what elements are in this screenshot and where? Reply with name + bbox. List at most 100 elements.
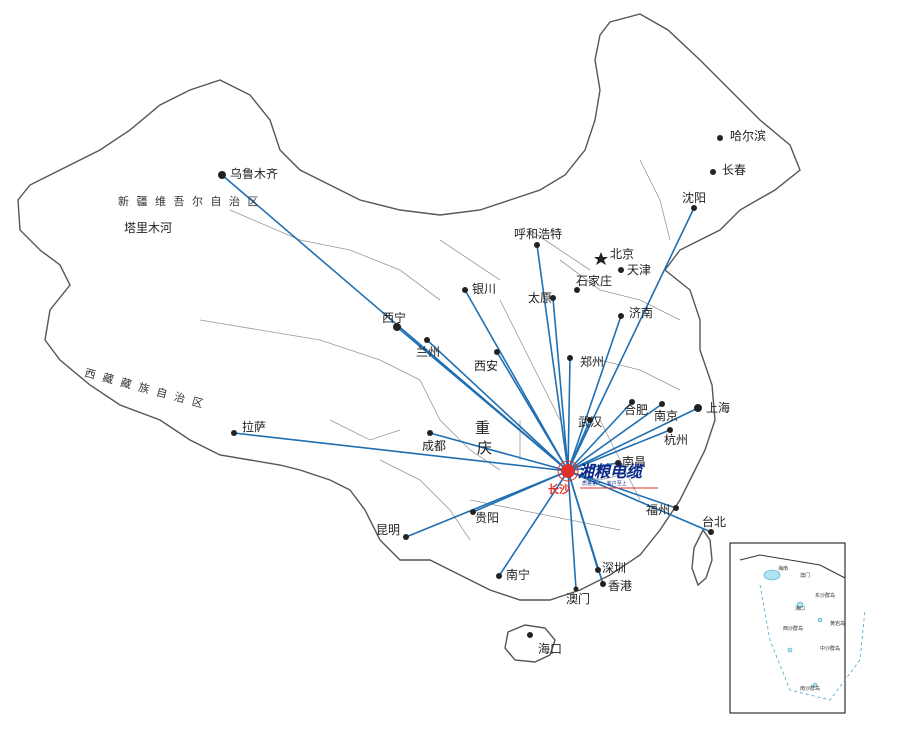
city-dot-lanzhou	[424, 337, 430, 343]
inset-coast	[739, 554, 846, 579]
brand-title: 湘粮电缆	[578, 462, 645, 481]
label-lanzhou: 兰州	[416, 345, 440, 359]
province-boundaries	[199, 159, 681, 541]
label-shanghai: 上海	[706, 400, 730, 415]
label-tarim: 塔里木河	[124, 221, 172, 235]
label-fuzhou: 福州	[646, 502, 670, 517]
city-dot-changchun	[710, 169, 716, 175]
label-chongqing-2: 庆	[477, 439, 492, 457]
label-xian: 西安	[474, 358, 498, 373]
label-hefei: 合肥	[624, 402, 648, 417]
inset-label-4: 中沙群岛	[820, 645, 840, 652]
region-label-xinjiang: 新 疆 维 吾 尔 自 治 区	[118, 194, 260, 208]
city-dot-yinchuan	[462, 287, 468, 293]
inset-hainan	[763, 569, 781, 581]
label-changchun: 长春	[722, 163, 746, 177]
label-macau: 澳门	[566, 591, 590, 606]
city-dot-tianjin	[618, 267, 624, 273]
route-to-hong-kong	[567, 470, 604, 585]
city-dot-guiyang	[470, 509, 476, 515]
city-dot-hefei	[629, 399, 635, 405]
route-to-shenyang	[567, 207, 695, 472]
route-to-fuzhou	[567, 470, 677, 509]
label-tianjin: 天津	[627, 263, 651, 277]
city-dot-macau	[573, 586, 579, 592]
city-dot-nanning	[496, 573, 502, 579]
city-dots	[218, 135, 723, 638]
china-outline	[17, 13, 801, 601]
city-dot-kunming	[403, 534, 409, 540]
city-dot-jinan	[618, 313, 624, 319]
route-to-nanjing	[567, 403, 663, 472]
inset-island-3	[787, 647, 793, 653]
route-to-hefei	[567, 401, 633, 472]
label-guiyang: 贵阳	[475, 511, 499, 525]
route-to-macau	[567, 470, 577, 590]
city-dot-taiyuan	[550, 295, 556, 301]
city-dot-xining	[393, 323, 401, 331]
inset-label-1: 海口	[795, 605, 805, 612]
city-dot-huhehaote	[534, 242, 540, 248]
route-to-jinan	[567, 315, 622, 472]
inset-label-2: 东沙群岛	[815, 592, 835, 599]
city-dot-chengdu	[427, 430, 433, 436]
route-to-kunming	[405, 470, 569, 538]
routes	[221, 174, 712, 590]
label-taibei: 台北	[702, 514, 726, 529]
route-to-zhengzhou	[567, 357, 571, 472]
inset-island-4	[812, 682, 818, 688]
label-kunming: 昆明	[376, 523, 400, 537]
route-to-lanzhou	[426, 339, 569, 472]
label-lasa: 拉萨	[242, 419, 266, 434]
inset-label-5: 南沙群岛	[800, 685, 820, 692]
inset-label-6: 黄岩岛	[830, 620, 845, 627]
city-dot-shanghai	[694, 404, 702, 412]
label-haikou: 海口	[538, 641, 562, 656]
label-hong-kong: 香港	[608, 579, 632, 593]
label-urumqi: 乌鲁木齐	[230, 166, 278, 181]
route-to-lasa	[233, 432, 569, 472]
label-shenzhen: 深圳	[602, 561, 626, 575]
label-chongqing-1: 重	[475, 419, 490, 437]
route-to-chengdu	[429, 432, 569, 472]
hub-label: 长沙	[548, 482, 570, 496]
city-dot-xian	[494, 349, 500, 355]
label-shenyang: 沈阳	[682, 190, 706, 205]
city-dot-shijiazhuang	[574, 287, 580, 293]
inset-island-1	[796, 601, 804, 609]
route-to-taibei	[567, 470, 712, 533]
city-dot-taibei	[708, 529, 714, 535]
city-dot-nanchang	[615, 460, 621, 466]
city-dot-hong-kong	[600, 581, 606, 587]
route-to-nanning	[498, 470, 569, 577]
route-to-taiyuan	[552, 297, 569, 472]
hainan-island	[504, 624, 556, 663]
label-yinchuan: 银川	[472, 282, 496, 296]
route-to-huhehaote	[536, 244, 569, 472]
label-xining: 西宁	[382, 310, 406, 325]
city-dot-shenzhen	[595, 567, 601, 573]
label-jinan: 济南	[629, 305, 653, 320]
inset-label-7: 澳门	[800, 572, 810, 579]
label-shijiazhuang: 石家庄	[576, 273, 612, 288]
inset-island-2	[817, 617, 823, 623]
city-dot-hangzhou	[667, 427, 673, 433]
inset-label-0: 海南	[778, 565, 788, 572]
city-dot-wuhan	[587, 417, 593, 423]
label-nanning: 南宁	[506, 567, 530, 582]
label-huhehaote: 呼和浩特	[514, 226, 562, 241]
label-wuhan: 武汉	[578, 415, 602, 429]
taiwan-island	[691, 528, 713, 587]
city-dot-shenyang	[691, 205, 697, 211]
beijing-star-icon	[594, 252, 608, 265]
route-to-xian	[496, 351, 569, 472]
label-chengdu: 成都	[422, 439, 446, 453]
city-dot-haikou	[527, 632, 533, 638]
label-zhengzhou: 郑州	[580, 354, 604, 369]
city-dot-urumqi	[218, 171, 226, 179]
label-nanjing: 南京	[654, 408, 678, 423]
label-nanchang: 南昌	[622, 454, 646, 469]
inset-label-3: 西沙群岛	[783, 625, 803, 632]
